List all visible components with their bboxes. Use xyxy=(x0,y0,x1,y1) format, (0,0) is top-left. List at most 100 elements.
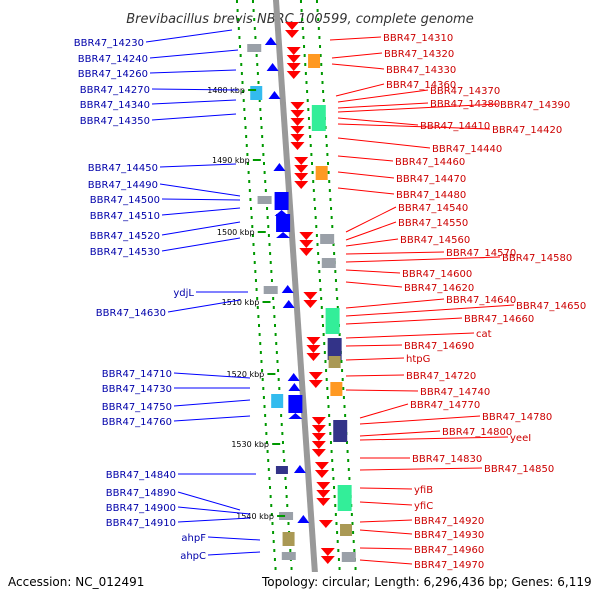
gene-leader-line xyxy=(177,491,241,511)
plus-strand-arrow xyxy=(290,102,305,110)
gene-label-plus: BBR47_14800 xyxy=(442,427,512,438)
gene-label-minus: BBR47_14230 xyxy=(74,38,144,49)
track-dot xyxy=(344,414,347,417)
gene-label-plus: BBR47_14320 xyxy=(384,49,454,60)
track-dot xyxy=(317,18,320,21)
track-dot xyxy=(268,477,271,480)
plus-strand-gene-labels: BBR47_14310BBR47_14320BBR47_14330BBR47_1… xyxy=(329,33,586,571)
track-dot xyxy=(264,189,267,192)
gene-label-minus: BBR47_14350 xyxy=(80,116,150,127)
plus-strand-arrow xyxy=(290,134,305,142)
plus-strand-arrow xyxy=(294,181,309,189)
plus-strand-arrow xyxy=(299,232,314,240)
track-dot xyxy=(331,459,334,462)
track-dot xyxy=(354,567,357,570)
track-dot xyxy=(262,162,265,165)
track-dot xyxy=(266,450,269,453)
plus-strand-arrow xyxy=(299,240,314,248)
track-dot xyxy=(285,495,288,498)
track-dot xyxy=(267,225,270,228)
track-dot xyxy=(259,351,262,354)
gene-leader-line xyxy=(345,344,403,347)
track-dot xyxy=(317,261,320,264)
track-dot xyxy=(336,306,339,309)
gene-label-plus: BBR47_14780 xyxy=(482,412,552,423)
plus-strand-arrow xyxy=(306,353,321,361)
track-dot xyxy=(353,549,356,552)
track-dot xyxy=(270,279,273,282)
gene-label-minus: BBR47_14520 xyxy=(90,231,160,242)
track-dot xyxy=(328,423,331,426)
gene-leader-line xyxy=(161,207,241,216)
gene-label-plus: BBR47_14370 xyxy=(430,86,500,97)
plus-strand-arrow xyxy=(320,556,335,564)
gene-label-plus: BBR47_14330 xyxy=(386,65,456,76)
track-dot xyxy=(318,279,321,282)
plus-strand-arrow xyxy=(299,248,314,256)
gene-label-plus: BBR47_14600 xyxy=(402,269,472,280)
gene-leader-line xyxy=(359,430,441,437)
plus-strand-arrow xyxy=(286,47,301,55)
gene-leader-line xyxy=(151,99,237,105)
track-dot xyxy=(264,423,267,426)
track-dot xyxy=(275,342,278,345)
gene-label-plus: yfiC xyxy=(414,501,433,512)
track-dot xyxy=(260,360,263,363)
gene-label-plus: BBR47_14550 xyxy=(398,218,468,229)
gene-label-minus: BBR47_14500 xyxy=(90,195,160,206)
gene-leader-line xyxy=(177,506,251,515)
track-dot xyxy=(245,135,248,138)
track-dot xyxy=(331,468,334,471)
track-dot xyxy=(341,369,344,372)
track-dot xyxy=(325,369,328,372)
gene-leader-line xyxy=(167,299,241,313)
track-dot xyxy=(251,234,254,237)
track-dot xyxy=(277,369,280,372)
track-dot xyxy=(302,36,305,39)
gene-leader-line xyxy=(345,332,475,339)
gene-leader-line xyxy=(329,36,382,41)
gene-label-minus: BBR47_14840 xyxy=(106,470,176,481)
plus-strand-arrow xyxy=(294,165,309,173)
track-dot xyxy=(318,36,321,39)
gene-label-plus: BBR47_14440 xyxy=(432,144,502,155)
gene-leader-line xyxy=(359,519,413,523)
gene-leader-line xyxy=(177,517,251,523)
gene-label-plus: BBR47_14560 xyxy=(400,235,470,246)
gene-leader-line xyxy=(337,155,394,162)
plus-strand-arrow xyxy=(294,157,309,165)
track-dot xyxy=(259,117,262,120)
gene-leader-line xyxy=(345,304,515,317)
gene-leader-line xyxy=(207,536,261,541)
track-dot xyxy=(269,252,272,255)
track-dot xyxy=(286,504,289,507)
gene-label-minus: BBR47_14260 xyxy=(78,69,148,80)
track-dot xyxy=(320,306,323,309)
track-dot xyxy=(251,225,254,228)
track-dot xyxy=(282,450,285,453)
track-dot xyxy=(327,405,330,408)
gene-leader-line xyxy=(345,374,405,377)
track-dot xyxy=(246,153,249,156)
track-dot xyxy=(276,360,279,363)
track-dot xyxy=(325,135,328,138)
plus-strand-arrow xyxy=(303,300,318,308)
gene-leader-line xyxy=(337,171,395,179)
feature-block xyxy=(320,234,335,244)
gene-label-plus: yfiB xyxy=(414,485,433,496)
track-dot xyxy=(348,477,351,480)
minus-strand-arrow xyxy=(297,515,310,523)
track-dot xyxy=(264,180,267,183)
gene-label-plus: BBR47_14640 xyxy=(446,295,516,306)
track-dot xyxy=(287,522,290,525)
track-dot xyxy=(335,288,338,291)
plus-strand-arrow xyxy=(294,173,309,181)
track-dot xyxy=(329,432,332,435)
track-dot xyxy=(334,504,337,507)
track-dot xyxy=(306,90,309,93)
gene-label-minus: BBR47_14910 xyxy=(106,518,176,529)
gene-label-plus: BBR47_14650 xyxy=(516,301,586,312)
track-dot xyxy=(315,0,318,3)
gene-leader-line xyxy=(359,467,483,471)
track-dot xyxy=(262,153,265,156)
